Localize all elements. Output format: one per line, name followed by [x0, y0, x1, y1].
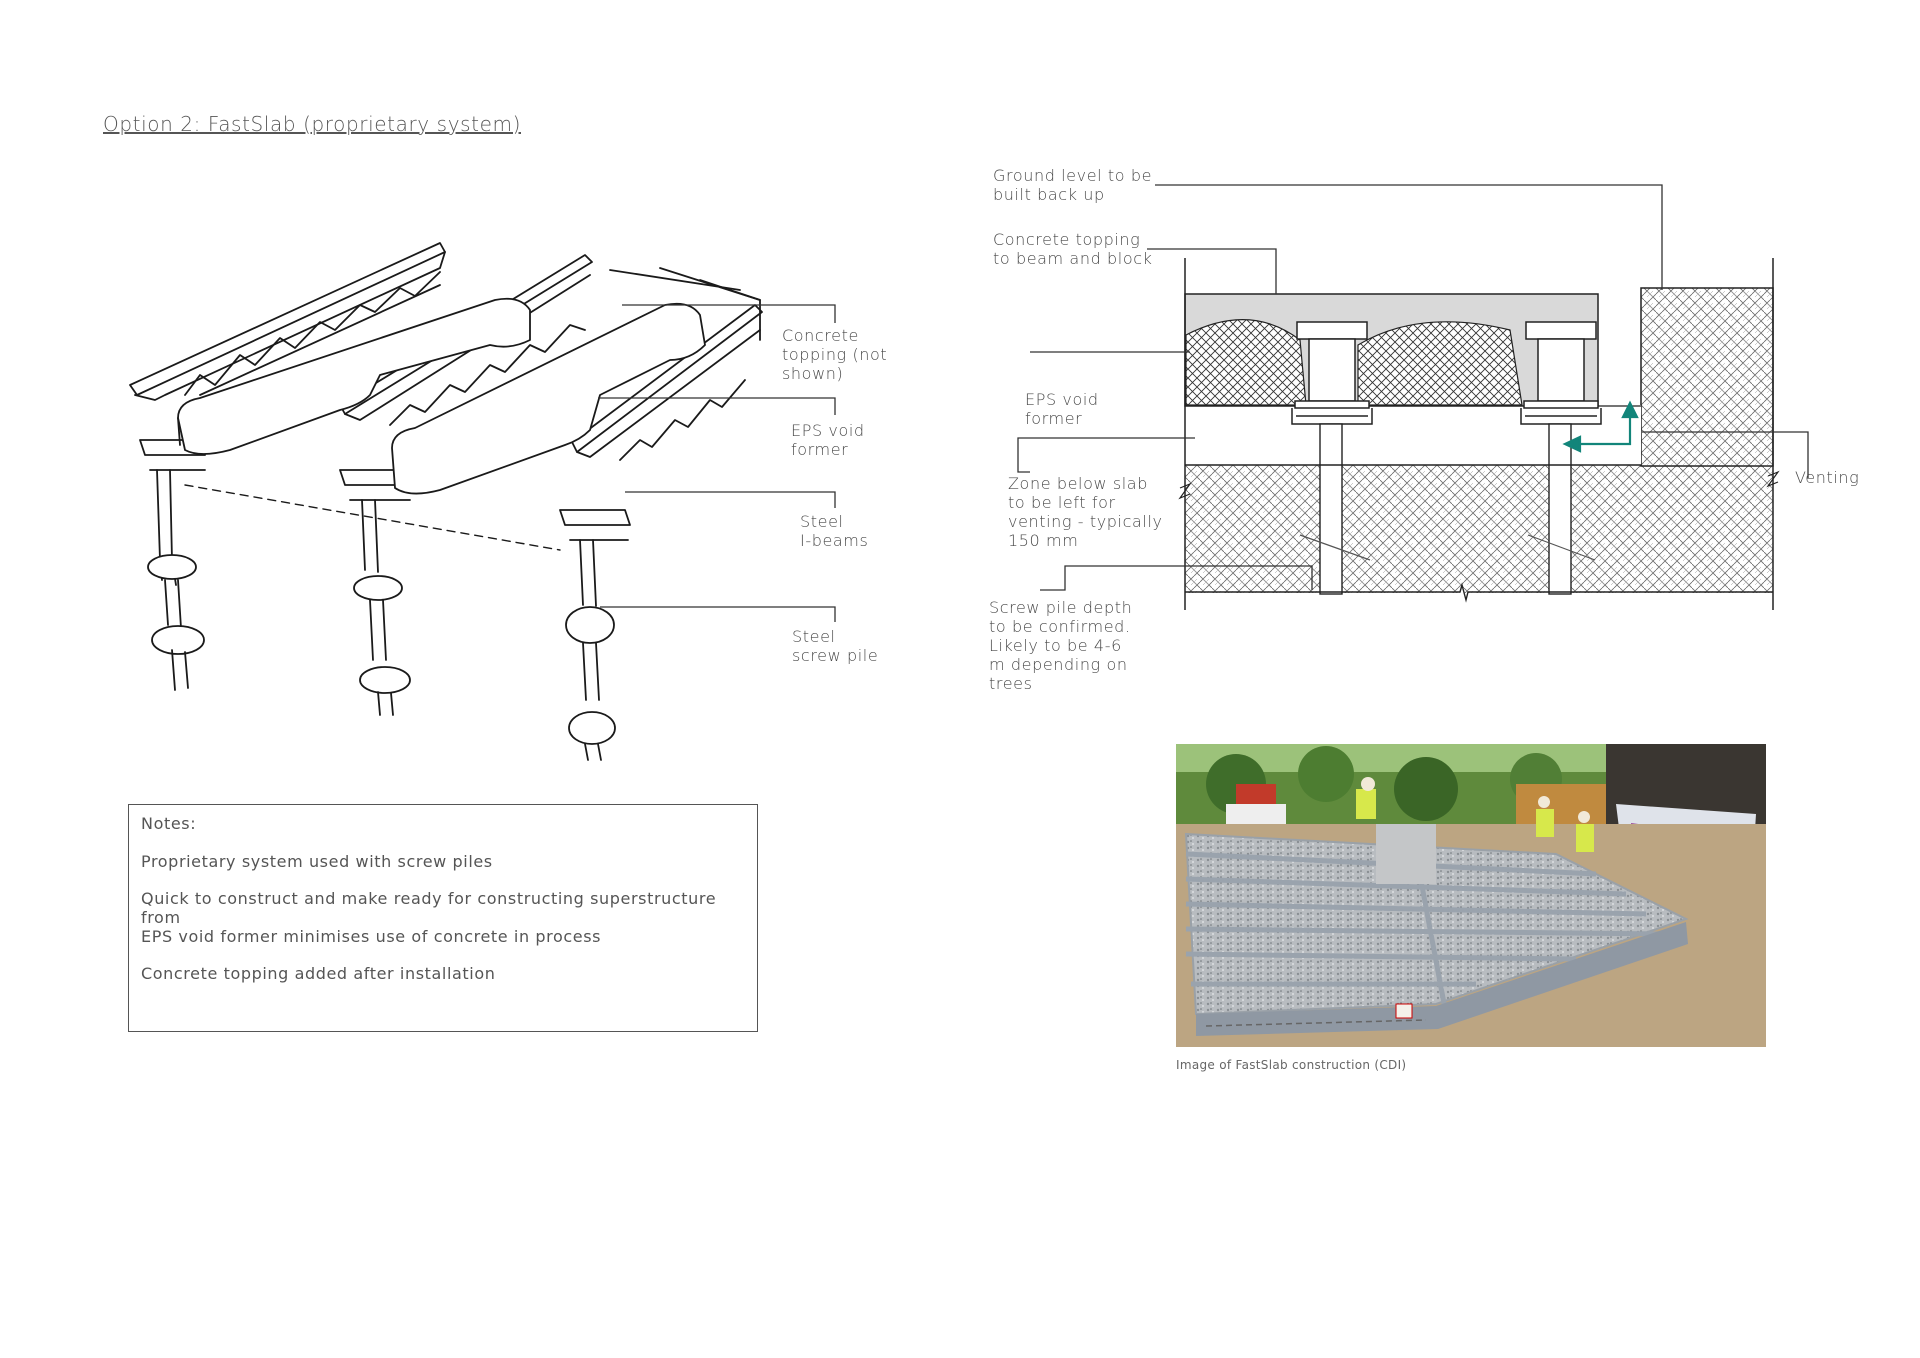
soil-hatch [1185, 465, 1773, 593]
section-drawing [1178, 258, 1780, 610]
notes-box: Notes: Proprietary system used with scre… [128, 804, 758, 1032]
label-concrete-topping-beam-block: Concrete topping to beam and block [993, 230, 1153, 268]
note-item: EPS void former minimises use of concret… [141, 927, 602, 946]
label-section-eps-void-former: EPS void former [1025, 390, 1099, 428]
label-steel-screw-pile: Steel screw pile [792, 627, 879, 665]
photo-caption: Image of FastSlab construction (CDI) [1176, 1058, 1407, 1072]
eps-former-middle [1357, 321, 1523, 406]
isometric-sketch [129, 242, 763, 761]
note-item: Concrete topping added after installatio… [141, 964, 496, 983]
label-steel-i-beams: Steel I-beams [800, 512, 869, 550]
screw-pile-right [1548, 423, 1572, 595]
note-item: Quick to construct and make ready for co… [141, 889, 717, 927]
screw-pile-left [1319, 423, 1343, 595]
label-ground-level: Ground level to be built back up [993, 166, 1153, 204]
raised-ground-block [1640, 287, 1774, 467]
i-beam-left [1291, 321, 1373, 425]
photo-illustration [1176, 744, 1766, 1047]
label-concrete-topping: Concrete topping (not shown) [782, 326, 888, 383]
note-item: Proprietary system used with screw piles [141, 852, 493, 871]
page-title: Option 2: FastSlab (proprietary system) [103, 112, 521, 136]
label-screw-pile-depth: Screw pile depth to be confirmed. Likely… [989, 598, 1133, 693]
label-zone-below-slab: Zone below slab to be left for venting -… [1008, 474, 1163, 550]
label-eps-void-former: EPS void former [791, 421, 865, 459]
fastslab-construction-photo [1176, 744, 1766, 1047]
label-venting: Venting [1795, 468, 1860, 487]
notes-heading: Notes: [141, 814, 197, 833]
eps-former-left [1185, 319, 1307, 406]
venting-arrows [1562, 400, 1639, 453]
section-leader-lines [1017, 184, 1809, 591]
sketch-leader-lines [598, 304, 836, 622]
